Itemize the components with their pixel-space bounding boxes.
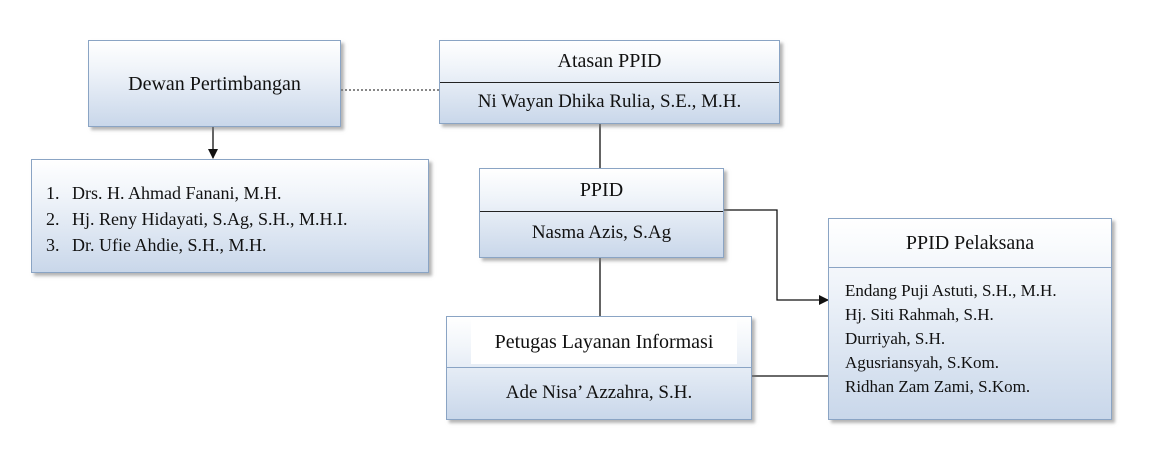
pelaksana-title: PPID Pelaksana [905,231,1035,254]
dewan-members-box: 1.Drs. H. Ahmad Fanani, M.H. 2.Hj. Reny … [31,159,429,273]
list-item: Ridhan Zam Zami, S.Kom. [845,377,1031,396]
list-item: Agusriansyah, S.Kom. [845,353,999,372]
petugas-name: Ade Nisa’ Azzahra, S.H. [505,382,693,403]
atasan-title: Atasan PPID [440,41,779,83]
list-item: 3.Dr. Ufie Ahdie, S.H., M.H. [46,235,267,255]
list-item: Endang Puji Astuti, S.H., M.H. [845,281,1057,300]
list-item: Hj. Siti Rahmah, S.H. [845,305,994,324]
ppid-title: PPID [480,169,723,212]
petugas-title: Petugas Layanan Informasi [471,320,737,364]
atasan-name: Ni Wayan Dhika Rulia, S.E., M.H. [477,90,742,112]
dewan-title: Dewan Pertimbangan [128,73,301,95]
ppid-pelaksana-arrow [724,209,829,305]
dewan-pertimbangan-box: Dewan Pertimbangan [88,40,341,127]
ppid-name: Nasma Azis, S.Ag [531,222,672,243]
list-item: Durriyah, S.H. [845,329,946,348]
petugas-box: Petugas Layanan Informasi Ade Nisa’ Azza… [446,316,752,420]
ppid-pelaksana-box: PPID Pelaksana Endang Puji Astuti, S.H.,… [828,218,1112,420]
pelaksana-members-list: Endang Puji Astuti, S.H., M.H. Hj. Siti … [845,279,1057,399]
ppid-box: PPID Nasma Azis, S.Ag [479,168,724,258]
list-item: 2.Hj. Reny Hidayati, S.Ag, S.H., M.H.I. [46,209,348,229]
list-item: 1.Drs. H. Ahmad Fanani, M.H. [46,183,282,203]
dewan-members-list: 1.Drs. H. Ahmad Fanani, M.H. 2.Hj. Reny … [46,180,348,258]
atasan-ppid-box: Atasan PPID Ni Wayan Dhika Rulia, S.E., … [439,40,780,124]
